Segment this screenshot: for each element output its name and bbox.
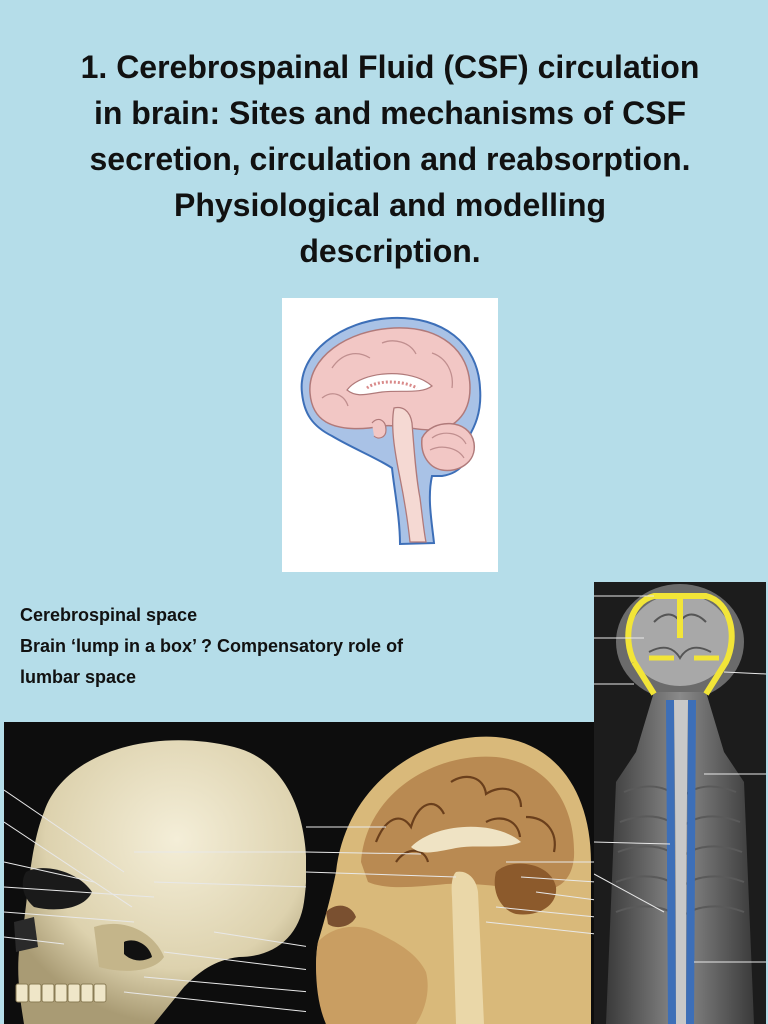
skull-icon <box>4 740 310 1024</box>
title-line: 1. Cerebrospainal Fluid (CSF) circulatio… <box>80 49 700 85</box>
spine-mri-icon <box>594 582 766 1024</box>
title-line: secretion, circulation and reabsorption. <box>89 141 691 177</box>
skull-photo <box>4 722 310 1024</box>
brain-illustration <box>282 298 498 572</box>
slide-title: 1. Cerebrospainal Fluid (CSF) circulatio… <box>40 44 740 274</box>
title-line: Physiological and modelling <box>173 187 607 223</box>
brain-diagram-icon <box>300 316 482 546</box>
cerebrospinal-mri <box>594 582 766 1024</box>
caption-line: Brain ‘lump in a box’ ? Compensatory rol… <box>20 636 404 656</box>
sagittal-head-section-photo <box>306 722 596 1024</box>
title-line: in brain: Sites and mechanisms of CSF <box>93 95 687 131</box>
caption-line: lumbar space <box>20 667 137 687</box>
sagittal-head-icon <box>306 736 596 1024</box>
title-line: description. <box>299 233 481 269</box>
caption-line: Cerebrospinal space <box>20 605 198 625</box>
figure-caption: Cerebrospinal space Brain ‘lump in a box… <box>20 600 560 693</box>
